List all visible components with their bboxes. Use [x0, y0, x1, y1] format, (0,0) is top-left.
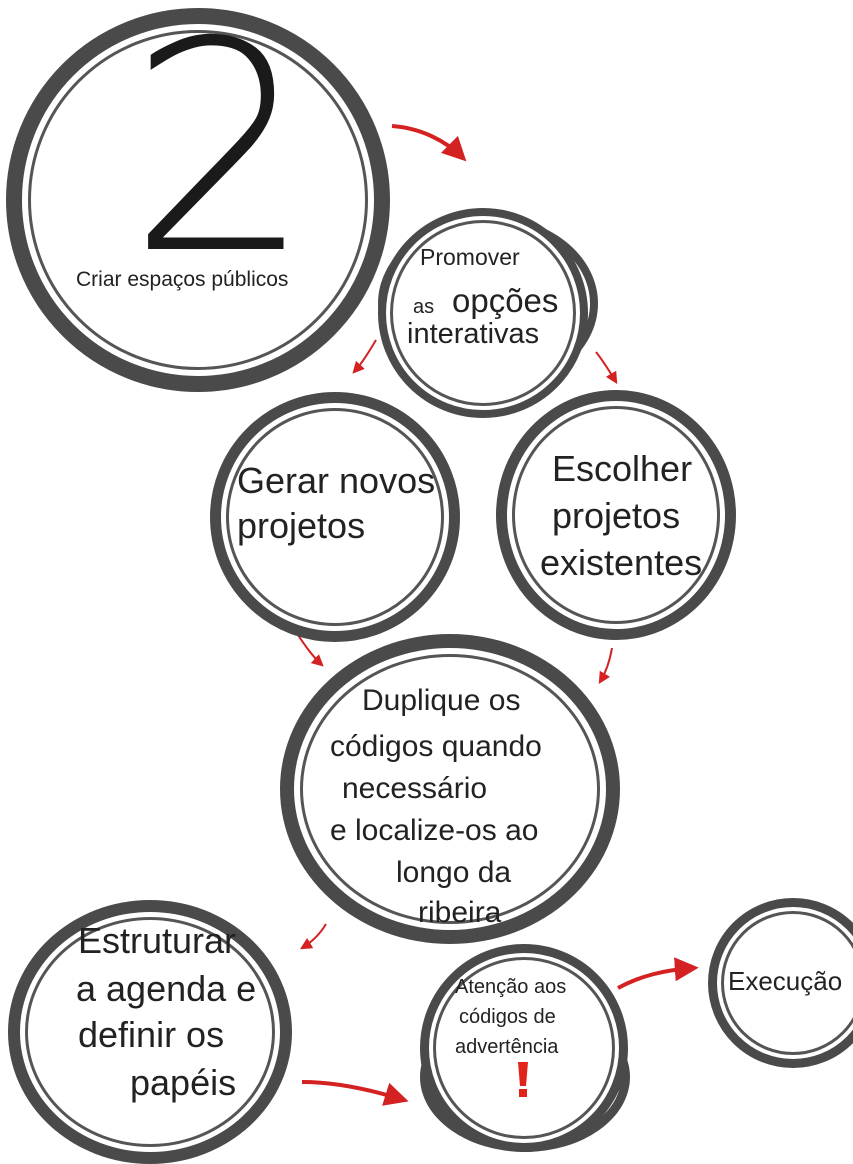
- atencao-line1: Atenção aos: [455, 976, 567, 998]
- atencao-line2: códigos de: [459, 1006, 556, 1028]
- estruturar-line2: a agenda e: [76, 968, 257, 1009]
- atencao-line3: advertência: [455, 1036, 559, 1058]
- duplique-line1: Duplique os: [362, 684, 521, 717]
- duplique-line2: códigos quando: [330, 730, 542, 763]
- estruturar-line1: Estruturar: [78, 920, 237, 961]
- estruturar-line4: papéis: [130, 1062, 237, 1103]
- arrow-estruturar-to-atencao: [301, 1080, 409, 1106]
- promover-line1: Promover: [420, 244, 520, 270]
- exclamation-icon: [516, 1062, 530, 1098]
- node-escolher: [496, 390, 736, 640]
- gerar-line2: projetos: [237, 505, 366, 546]
- promover-line3: interativas: [407, 318, 540, 350]
- step2-label: Criar espaços públicos: [76, 268, 289, 291]
- node-promover-circle: [378, 208, 588, 418]
- arrow-step2-to-promover: [391, 124, 467, 162]
- promover-line2-small: as: [413, 296, 435, 318]
- duplique-line6: ribeira: [418, 896, 502, 929]
- escolher-line1: Escolher: [552, 448, 693, 489]
- escolher-line3: existentes: [540, 542, 703, 583]
- estruturar-line3: definir os: [78, 1014, 225, 1055]
- escolher-line2: projetos: [552, 495, 681, 536]
- duplique-line3: necessário: [342, 772, 488, 805]
- arrow-promover-to-gerar: [352, 339, 377, 374]
- duplique-line5: longo da: [396, 856, 512, 889]
- arrow-atencao-to-execucao: [617, 957, 699, 990]
- execucao-label: Execução: [728, 966, 843, 996]
- arrow-duplique-to-estruturar: [299, 923, 327, 950]
- node-execucao: [708, 898, 853, 1068]
- promover-line2-big: opções: [452, 282, 559, 319]
- gerar-line1: Gerar novos: [237, 460, 436, 501]
- step2-number: 2: [128, 0, 313, 318]
- node-atencao-circle: [420, 944, 628, 1152]
- arrow-escolher-to-duplique: [598, 647, 613, 685]
- arrow-promover-to-escolher: [595, 351, 618, 385]
- duplique-line4: e localize-os ao: [330, 814, 539, 847]
- node-gerar: [210, 392, 460, 642]
